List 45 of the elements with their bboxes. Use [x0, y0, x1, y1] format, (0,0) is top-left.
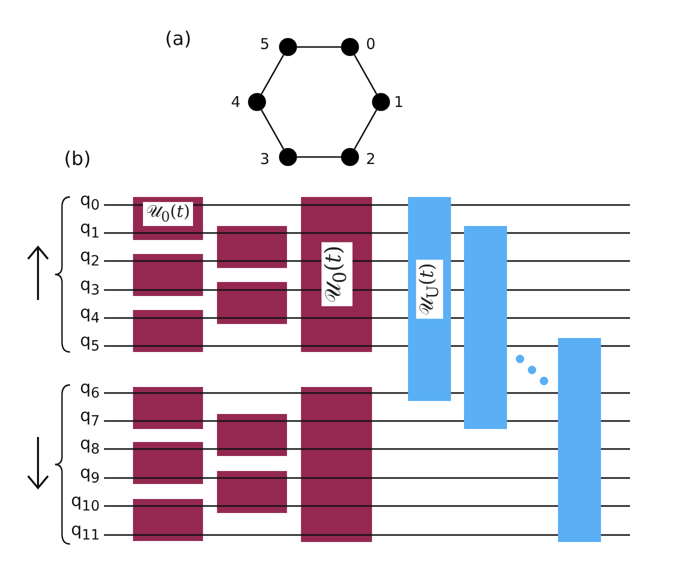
vertex-number: 3: [260, 152, 270, 167]
vertex-number: 1: [394, 95, 404, 110]
panel-label: (a): [165, 30, 192, 49]
vertex-number: 4: [231, 95, 241, 110]
gate-label: 𝒰$_{0}$(t): [143, 202, 194, 226]
vertex-number: 5: [260, 37, 270, 52]
qubit-label: q$_{3}$: [80, 277, 100, 298]
vertex-dot: [248, 93, 266, 111]
gate-box: [133, 310, 203, 352]
gate-box: [217, 414, 287, 456]
gate-box: [133, 387, 203, 429]
vertex-number: 0: [366, 37, 376, 52]
gate-box: [464, 226, 507, 429]
vertex-number: 2: [366, 152, 376, 167]
panel-label: (b): [64, 150, 91, 169]
gate-box: [217, 282, 287, 324]
graph-edge: [354, 109, 378, 150]
qubit-label: q$_{4}$: [80, 305, 100, 326]
qubit-label: q$_{9}$: [80, 465, 100, 486]
gate-box: [301, 387, 372, 542]
vertex-dot: [372, 93, 390, 111]
qubit-label: q$_{10}$: [71, 493, 100, 514]
vertex-dot: [341, 38, 359, 56]
qubit-label: q$_{6}$: [80, 380, 100, 401]
qubit-label: q$_{5}$: [80, 333, 100, 354]
graph-edge: [297, 46, 341, 48]
qubit-label: q$_{8}$: [80, 436, 100, 457]
graph-edge: [260, 109, 284, 150]
graph-edge: [260, 54, 284, 95]
gate-box: [217, 471, 287, 513]
vertex-dot: [279, 148, 297, 166]
qubit-label: q$_{0}$: [80, 192, 100, 213]
gate-box: [558, 338, 601, 542]
vertex-dot: [341, 148, 359, 166]
qubit-label: q$_{7}$: [80, 408, 100, 429]
qubit-label: q$_{2}$: [80, 248, 100, 269]
gate-box: [133, 254, 203, 296]
qubit-label: q$_{11}$: [71, 522, 100, 543]
gate-box: [133, 442, 203, 484]
gate-box: [133, 499, 203, 541]
gate-box: [217, 226, 287, 268]
qubit-label: q$_{1}$: [80, 220, 100, 241]
graph-edge: [297, 156, 341, 158]
graph-edge: [354, 54, 378, 95]
vertex-dot: [279, 38, 297, 56]
